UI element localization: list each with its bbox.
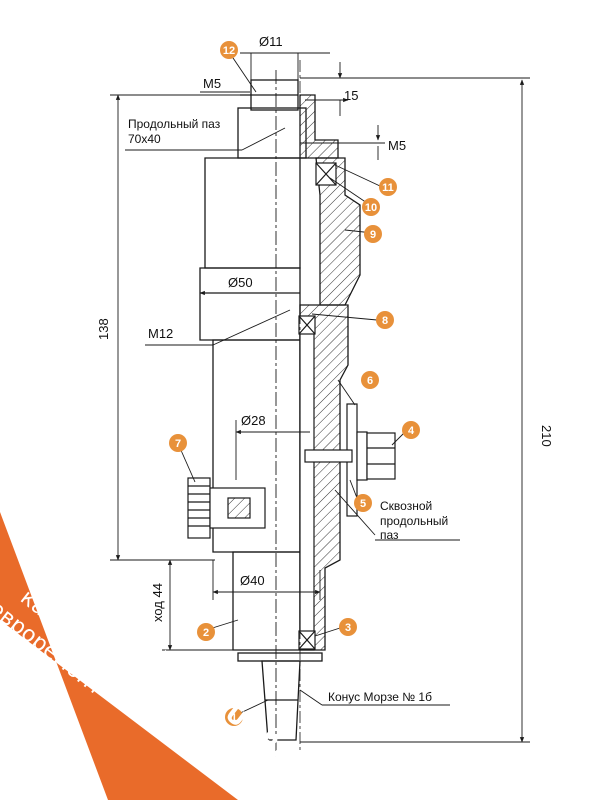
svg-text:11: 11: [382, 182, 394, 194]
part-badge-9: 9: [364, 225, 382, 243]
dim-m5-side: M5: [388, 138, 406, 153]
part-badge-3: 3: [339, 618, 357, 636]
dim-d28: Ø28: [241, 413, 266, 428]
part-badge-10: 10: [362, 198, 380, 216]
svg-text:5: 5: [360, 498, 366, 510]
svg-text:9: 9: [370, 229, 376, 241]
dim-d11: Ø11: [259, 34, 283, 49]
svg-text:12: 12: [223, 45, 235, 57]
callout-slot-top-line1: Продольный паз: [128, 117, 221, 131]
svg-text:1: 1: [231, 712, 237, 724]
callout-through-slot-line1: Сквозной: [380, 499, 432, 513]
svg-text:7: 7: [175, 438, 181, 450]
svg-text:4: 4: [408, 425, 415, 437]
nut-4: [366, 432, 396, 480]
part-badge-11: 11: [379, 178, 397, 196]
dim-d50: Ø50: [228, 275, 253, 290]
side-parts: [187, 403, 396, 539]
upper-housing: [204, 157, 301, 269]
dim-m5-top: M5: [203, 76, 221, 91]
svg-text:8: 8: [382, 315, 388, 327]
bottom-flange: [237, 652, 323, 662]
svg-text:6: 6: [367, 375, 373, 387]
watermark: WWW.EUROOVERHAUL.RU капитальный евроремо…: [0, 512, 298, 800]
svg-text:3: 3: [345, 622, 351, 634]
part-badge-6: 6: [361, 371, 379, 389]
dim-m12: M12: [148, 326, 173, 341]
callout-morse: Конус Морзе № 1б: [328, 690, 432, 704]
knob-7: [187, 477, 211, 539]
part-badge-1: 1: [225, 708, 243, 726]
svg-text:2: 2: [203, 627, 209, 639]
svg-text:10: 10: [365, 202, 377, 214]
dimension-lines: [110, 51, 530, 743]
dim-15: 15: [344, 88, 358, 103]
bolt-5: [304, 449, 353, 463]
lower-sleeve: [232, 551, 301, 651]
callout-slot-top-line2: 70x40: [128, 132, 161, 146]
dim-d40: Ø40: [240, 573, 265, 588]
callout-through-slot-line3: паз: [380, 528, 399, 542]
upper-neck: [237, 107, 307, 159]
callout-through-slot-line2: продольный: [380, 514, 448, 528]
part-badge-4: 4: [402, 421, 420, 439]
part-badges: 12 11 10 9 8 6 4 5 7 2 3 1: [169, 41, 420, 726]
part-badge-5: 5: [354, 494, 372, 512]
dim-138: 138: [96, 318, 111, 340]
part-badge-8: 8: [376, 311, 394, 329]
dim-stroke: ход 44: [150, 583, 165, 622]
part-badge-2: 2: [197, 623, 215, 641]
dim-210: 210: [539, 425, 554, 447]
cross-section: [298, 94, 361, 651]
part-badge-12: 12: [220, 41, 238, 59]
part-badge-7: 7: [169, 434, 187, 452]
morse-cone: [261, 660, 301, 741]
